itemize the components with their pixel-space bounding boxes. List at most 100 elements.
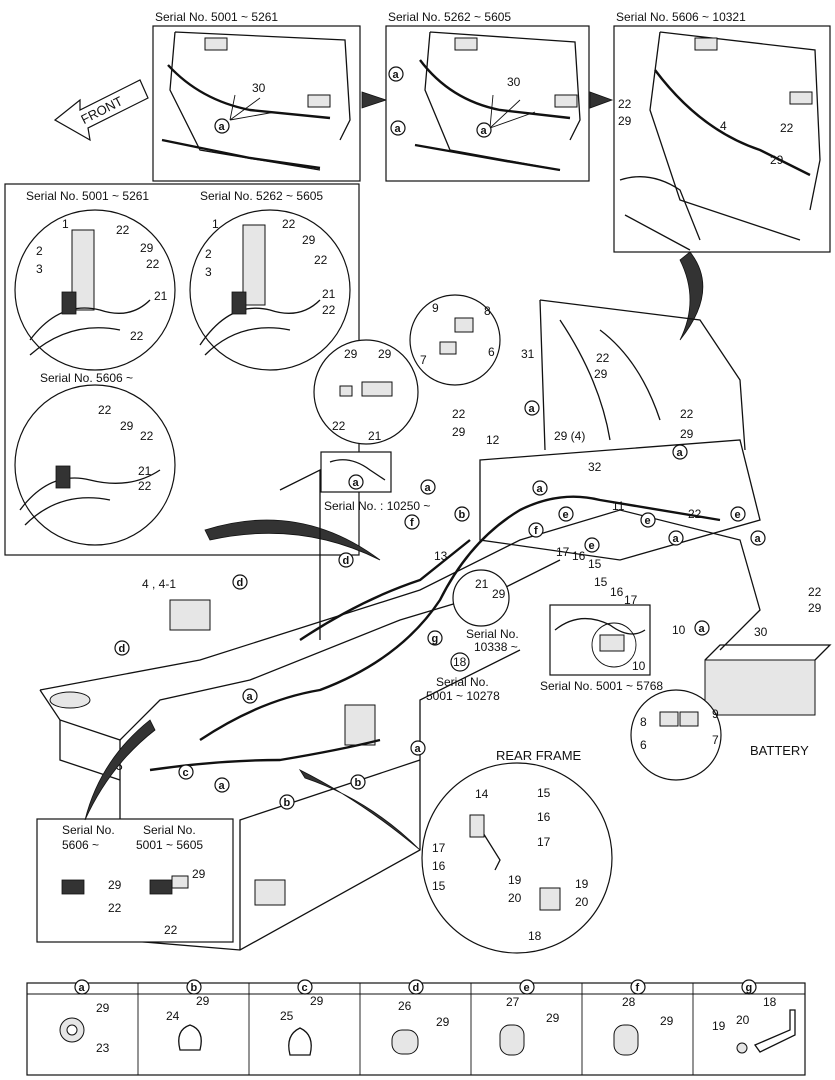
legend-row: a 29 23 b 29 24 c 29 25 d 26 29 xyxy=(26,979,806,1076)
mark-a-6: a xyxy=(755,533,762,545)
mark-b-2: b xyxy=(355,777,362,789)
callout-22d: 22 xyxy=(680,407,694,421)
mark-e-3: e xyxy=(589,540,595,552)
mark-d-1: d xyxy=(343,555,350,567)
detail-circle-21-29: 21 29 Serial No. 10338 ~ xyxy=(452,569,519,654)
callout-5: 5 xyxy=(116,759,123,773)
leader-swoosh-left xyxy=(204,519,381,561)
top-panel-3-label-22b: 22 xyxy=(780,121,794,135)
ld2-l5: 3 xyxy=(205,265,212,279)
detail-circle-9-8-7-6: 9 8 7 6 xyxy=(409,294,501,386)
letter-markers: a a a a b f f e e e e a a a d d d g a a … xyxy=(114,400,766,810)
bl-serial1-b: 5606 ~ xyxy=(62,838,99,852)
top-panel-3-label-29b: 29 xyxy=(770,153,784,167)
battery-detail: 8 9 6 7 BATTERY xyxy=(630,689,809,781)
legend-f: f 28 29 xyxy=(613,979,674,1056)
legend-e: e 27 29 xyxy=(499,979,560,1056)
bl-serial1-a: Serial No. xyxy=(62,823,115,837)
callout-13: 13 xyxy=(434,549,448,563)
rear-frame-detail: REAR FRAME 14 15 16 17 17 16 15 19 19 20… xyxy=(421,748,613,954)
serial-5768: Serial No. 5001 ~ 5768 xyxy=(540,679,663,693)
top-panel-2-serial: Serial No. 5262 ~ 5605 xyxy=(388,10,511,24)
arrow-right-icon-2 xyxy=(589,91,614,109)
legend-b-part2: 24 xyxy=(166,1009,180,1023)
ld3-l4: 21 xyxy=(138,464,152,478)
top-panel-2-label-30: 30 xyxy=(507,75,521,89)
callout-8: 8 xyxy=(484,304,491,318)
mark-b-3: b xyxy=(284,797,291,809)
top-panel-1-serial: Serial No. 5001 ~ 5261 xyxy=(155,10,278,24)
callout-22f: 22 xyxy=(808,585,822,599)
mark-e-4: e xyxy=(735,509,741,521)
mark-c-1: c xyxy=(183,767,189,779)
bl-29b: 29 xyxy=(192,867,206,881)
callout-29g: 29 xyxy=(808,601,822,615)
top-panel-1-label-30: 30 xyxy=(252,81,266,95)
callout-29d: 29 xyxy=(452,425,466,439)
battery-label-8: 8 xyxy=(640,715,647,729)
ld1-l6: 22 xyxy=(146,257,160,271)
rf-20b: 20 xyxy=(575,895,589,909)
serial-10278-a: Serial No. xyxy=(436,675,489,689)
ld3-l3: 22 xyxy=(140,429,154,443)
ld2-l6: 22 xyxy=(314,253,328,267)
battery-title: BATTERY xyxy=(750,743,809,758)
top-panel-3-label-29a: 29 xyxy=(618,114,632,128)
rf-18: 18 xyxy=(528,929,542,943)
legend-g-part3: 20 xyxy=(736,1013,750,1027)
legend-a-key: a xyxy=(79,982,86,994)
front-arrow: FRONT xyxy=(53,79,149,142)
callout-17a: 17 xyxy=(556,545,570,559)
top-panel-1: Serial No. 5001 ~ 5261 30 a xyxy=(152,10,361,182)
callout-30: 30 xyxy=(754,625,768,639)
mark-f-2: f xyxy=(534,525,538,537)
ld3-l5: 22 xyxy=(138,479,152,493)
mark-a-3: a xyxy=(425,482,432,494)
bottom-left-box: Serial No. 5606 ~ Serial No. 5001 ~ 5605… xyxy=(36,818,234,943)
bl-22b: 22 xyxy=(164,923,178,937)
top-panel-3-label-4: 4 xyxy=(720,119,727,133)
callout-9: 9 xyxy=(432,301,439,315)
left-detail2-serial: Serial No. 5262 ~ 5605 xyxy=(200,189,323,203)
ld2-l1: 22 xyxy=(282,217,296,231)
serial-note-10250: a Serial No. : 10250 ~ xyxy=(320,451,430,513)
serial-10250: Serial No. : 10250 ~ xyxy=(324,499,430,513)
legend-e-part2: 29 xyxy=(546,1011,560,1025)
legend-f-part1: 28 xyxy=(622,995,636,1009)
top-panel-2: Serial No. 5262 ~ 5605 a 30 a a xyxy=(385,10,590,182)
mark-d-2: d xyxy=(237,577,244,589)
mark-g-1: g xyxy=(432,633,439,645)
callout-22c: 22 xyxy=(452,407,466,421)
ld3-l2: 29 xyxy=(120,419,134,433)
mark-a-4: a xyxy=(537,483,544,495)
legend-d-part1: 26 xyxy=(398,999,412,1013)
legend-b-key: b xyxy=(191,982,198,994)
callout-29a: 29 xyxy=(344,347,358,361)
callout-22e: 22 xyxy=(688,507,702,521)
callout-18: 18 xyxy=(453,655,467,669)
mark-a-10: a xyxy=(219,780,226,792)
callout-29-4: 29 (4) xyxy=(554,429,585,443)
top-panel-3-label-22a: 22 xyxy=(618,97,632,111)
ld2-l4: 2 xyxy=(205,247,212,261)
rf-17a: 17 xyxy=(537,835,551,849)
rf-16a: 16 xyxy=(537,810,551,824)
battery-label-6: 6 xyxy=(640,738,647,752)
legend-g: g 18 19 20 xyxy=(712,979,796,1054)
legend-a: a 29 23 xyxy=(59,979,110,1055)
ld2-l7: 21 xyxy=(322,287,336,301)
legend-a-part2: 23 xyxy=(96,1041,110,1055)
mark-a-5: a xyxy=(673,533,680,545)
legend-d: d 26 29 xyxy=(391,979,450,1055)
rf-14: 14 xyxy=(475,787,489,801)
mark-b-1: b xyxy=(459,509,466,521)
legend-g-part2: 19 xyxy=(712,1019,726,1033)
callout-31: 31 xyxy=(521,347,535,361)
legend-a-part1: 29 xyxy=(96,1001,110,1015)
ld1-l1: 1 xyxy=(62,217,69,231)
ld2-l3: 29 xyxy=(302,233,316,247)
callout-7: 7 xyxy=(420,353,427,367)
rf-20a: 20 xyxy=(508,891,522,905)
callout-12: 12 xyxy=(486,433,500,447)
